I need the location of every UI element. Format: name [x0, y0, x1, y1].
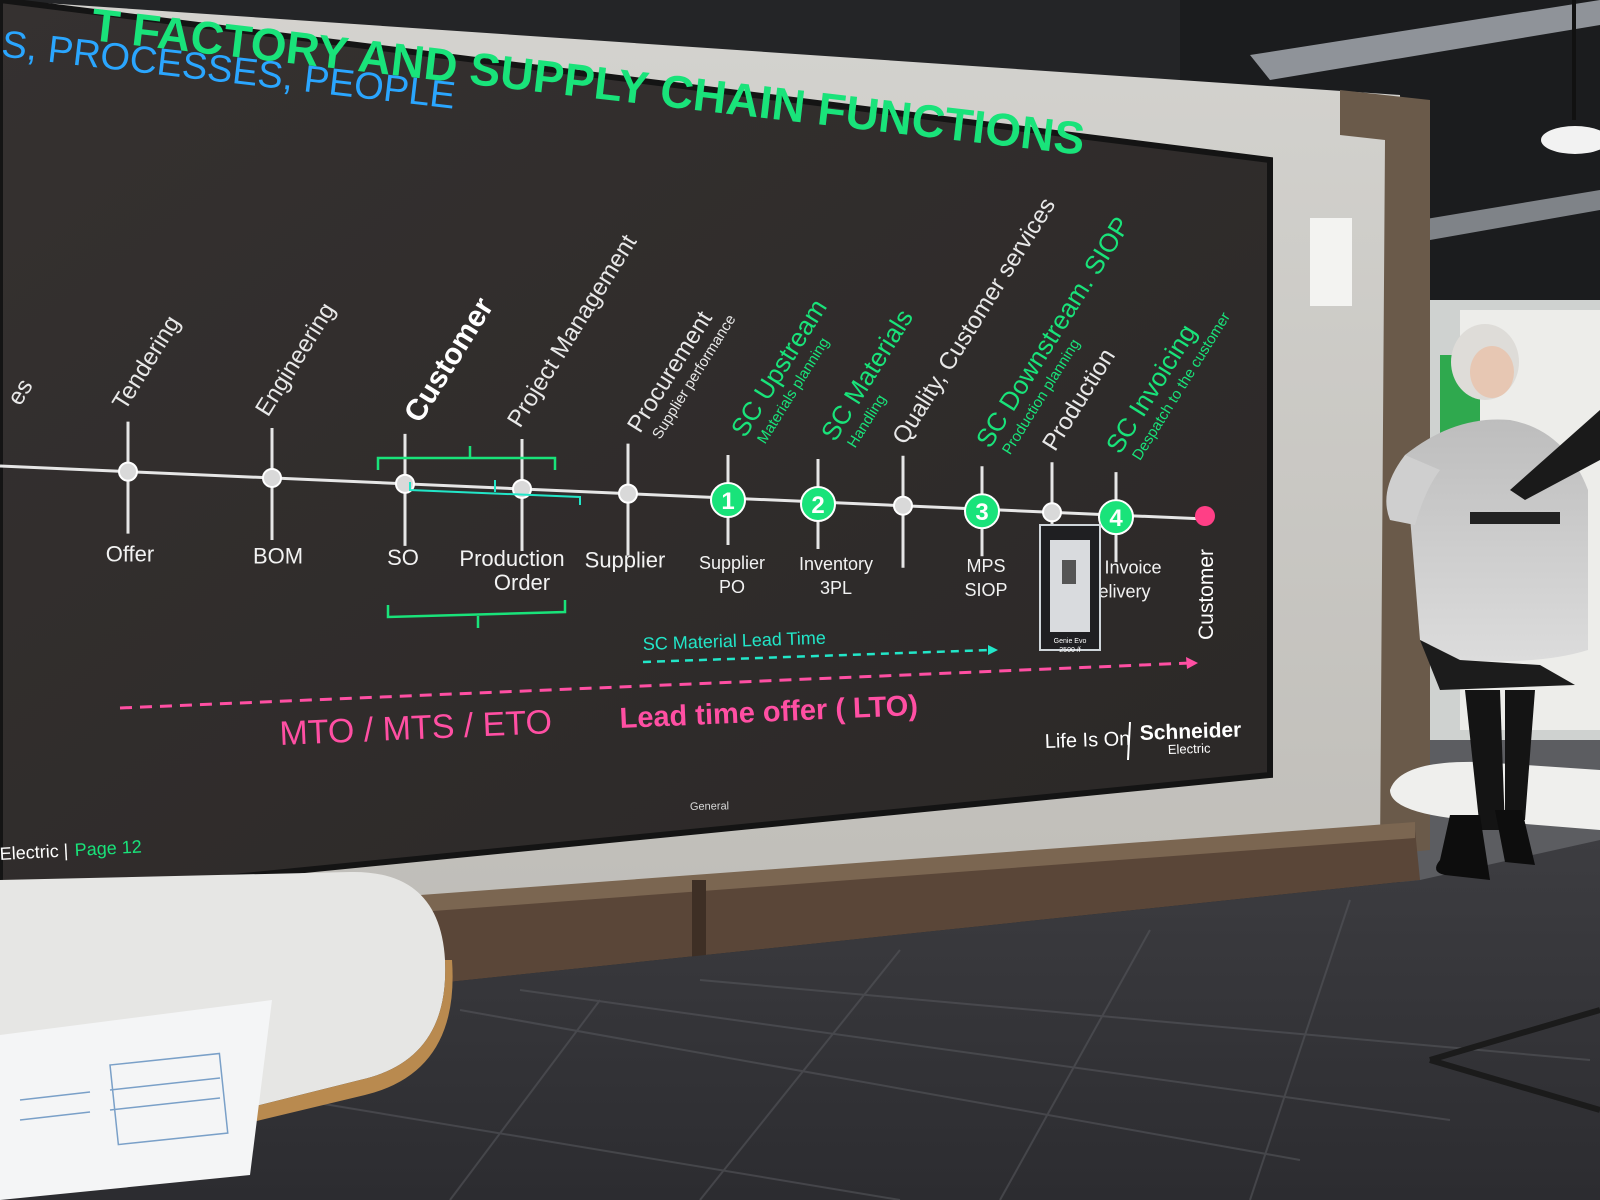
carpet-texture [299, 899, 1591, 1200]
milestone-label-line2: Delivery [1085, 581, 1150, 601]
sc-lead-time-arrowhead [988, 645, 998, 655]
table-edge [240, 960, 453, 1125]
step-number: 2 [811, 492, 824, 519]
product-box-line1: Genie Evo [1054, 638, 1087, 645]
milestone-label: SO [387, 545, 419, 570]
plinth-post [692, 880, 706, 965]
lto-arrowhead [1186, 657, 1198, 669]
milestone-label-line2: Order [494, 570, 550, 595]
bracket-mid [409, 480, 581, 505]
brand-divider [1127, 721, 1131, 761]
end-customer-label: Customer [1195, 549, 1218, 640]
timeline-node [262, 467, 282, 488]
led-screen [0, 0, 1273, 904]
timeline-node [1042, 502, 1062, 523]
laptop [1510, 410, 1600, 500]
ceiling-duct [1250, 0, 1600, 80]
end-point [1195, 506, 1215, 526]
carpet-floor [0, 840, 1600, 1200]
timeline-node [618, 483, 638, 504]
milestone-label-line2: PO [719, 577, 745, 597]
brand-name: Schneider [1139, 718, 1241, 745]
step-circle [710, 482, 746, 519]
timeline-axis [0, 464, 1201, 521]
step-circle [964, 493, 1000, 530]
chair-frame [1429, 1007, 1600, 1113]
sc-lead-time-arrow [642, 648, 991, 664]
milestone-label: Production [459, 546, 564, 571]
bracket-top [376, 446, 557, 470]
milestone-label: MPS [966, 556, 1005, 576]
lamp-cord [1572, 0, 1576, 120]
step-number: 3 [975, 499, 988, 526]
page-brand: Electric | [0, 840, 69, 864]
plinth [420, 830, 1420, 985]
step-circle [1098, 499, 1134, 536]
milestone-label: Offer [106, 542, 155, 567]
milestone-label: Inventory [799, 554, 873, 574]
timeline-node [893, 495, 913, 516]
milestone-label: Supplier [699, 553, 765, 573]
page-number: Page 12 [74, 837, 142, 860]
plinth-top [380, 822, 1415, 915]
steel-frame [1340, 90, 1430, 855]
slide-tagline: Life Is On [1044, 728, 1130, 753]
pendant-lamp [1541, 126, 1600, 154]
brand-sub: Electric [1168, 741, 1212, 757]
presenter [1386, 324, 1600, 880]
paper-table-drawing [19, 1052, 229, 1146]
classification-label: General [690, 800, 729, 813]
step-number: 1 [721, 488, 734, 515]
step-circle [800, 485, 836, 522]
bracket-bottom [386, 600, 567, 628]
paper-document [0, 1000, 272, 1200]
timeline-node [118, 461, 138, 482]
milestone-label: Supplier [585, 548, 666, 573]
product-box-line2: 2500 /f [1059, 647, 1080, 654]
step-number: 4 [1109, 505, 1123, 532]
milestone-label-line2: 3PL [820, 578, 852, 598]
milestone-label: BOM [253, 543, 303, 568]
ceiling-duct [1420, 190, 1600, 240]
product-box: Genie Evo 2500 /f [1039, 524, 1101, 654]
light-switch [1310, 218, 1352, 306]
milestone-label-line2: SIOP [964, 580, 1007, 600]
